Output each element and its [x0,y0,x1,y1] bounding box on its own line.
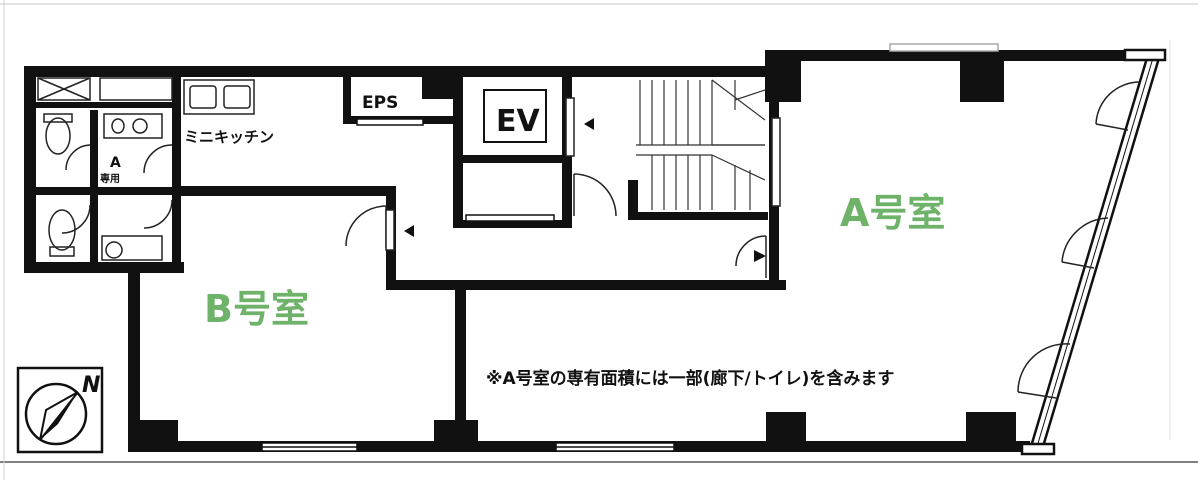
arrow-right-icon [754,250,766,262]
walls [24,50,1140,452]
doors [345,81,1141,399]
label-eps: EPS [362,93,398,113]
label-toilet-a: A [110,155,121,171]
toilet-fixtures [37,77,173,261]
room-b-label: B号室 [204,287,309,331]
staircase [636,79,766,210]
compass [16,366,104,454]
room-a-label: A号室 [840,191,945,235]
toilet-icon [45,117,71,155]
label-ev: EV [496,104,540,139]
arrow-left-icon [584,118,594,130]
sink-icon [105,241,123,259]
label-north: N [82,373,100,398]
storage-box-icon [37,77,91,101]
ev-box [483,89,547,143]
label-toilet-a-sub: 専用 [100,172,120,185]
windows [261,43,999,452]
slanted-wall [1020,48,1167,456]
arrow-left-icon-2 [404,225,414,237]
mini-kitchen-stove [183,79,255,115]
area-note: ※A号室の専有面積には一部(廊下/トイレ)を含みます [486,368,894,389]
label-mini-kitchen: ミニキッチン [184,128,274,146]
toilet-icon-lower [48,209,76,251]
entrance-arrows [404,118,766,262]
